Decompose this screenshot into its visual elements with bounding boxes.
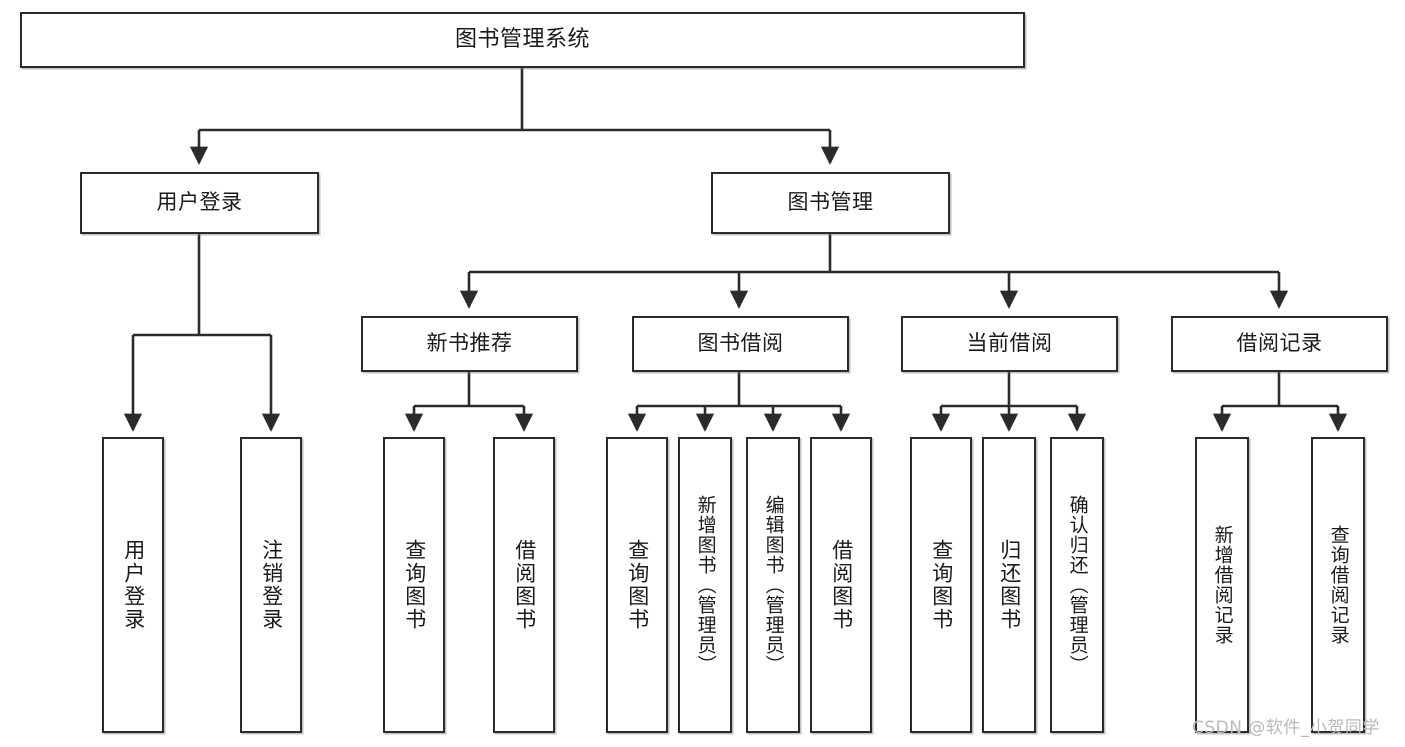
- node-leaf-return-book[interactable]: 归还图书: [982, 437, 1036, 733]
- node-book-borrow[interactable]: 图书借阅: [632, 316, 849, 372]
- node-label: 当前借阅: [966, 331, 1053, 356]
- node-leaf-logout-login[interactable]: 注销登录: [240, 437, 302, 733]
- node-leaf-borrow-book-recommend[interactable]: 借阅图书: [493, 437, 555, 733]
- node-new-book-recommend[interactable]: 新书推荐: [361, 316, 578, 372]
- node-label: 图书借阅: [697, 331, 784, 356]
- csdn-watermark: CSDN @软件_小贺同学: [1192, 713, 1380, 738]
- node-label: 借阅记录: [1236, 331, 1323, 356]
- node-leaf-edit-book-admin[interactable]: 编辑图书（管理员）: [746, 437, 800, 733]
- node-leaf-add-book-admin[interactable]: 新增图书（管理员）: [678, 437, 732, 733]
- node-leaf-query-borrow-record[interactable]: 查询借阅记录: [1311, 437, 1365, 733]
- node-label: 用户登录: [121, 539, 146, 631]
- node-label: 新增图书（管理员）: [694, 495, 717, 675]
- node-leaf-add-borrow-record[interactable]: 新增借阅记录: [1195, 437, 1249, 733]
- node-user-login[interactable]: 用户登录: [80, 172, 319, 234]
- node-leaf-query-book-borrow[interactable]: 查询图书: [606, 437, 668, 733]
- node-label: 图书管理系统: [454, 26, 590, 52]
- watermark-text: CSDN @软件_小贺同学: [1192, 718, 1380, 738]
- node-label: 新增借阅记录: [1211, 525, 1234, 645]
- node-label: 借阅图书: [829, 539, 854, 631]
- node-label: 编辑图书（管理员）: [762, 495, 785, 675]
- node-label: 新书推荐: [426, 331, 513, 356]
- node-label: 借阅图书: [512, 539, 537, 631]
- node-leaf-query-book-current[interactable]: 查询图书: [910, 437, 972, 733]
- node-label: 查询借阅记录: [1327, 525, 1350, 645]
- node-leaf-query-book-recommend[interactable]: 查询图书: [383, 437, 445, 733]
- node-label: 查询图书: [402, 539, 427, 631]
- node-leaf-user-login[interactable]: 用户登录: [102, 437, 164, 733]
- node-label: 归还图书: [997, 539, 1022, 631]
- node-label: 确认归还（管理员）: [1066, 495, 1089, 675]
- node-book-management[interactable]: 图书管理: [711, 172, 950, 234]
- node-label: 查询图书: [929, 539, 954, 631]
- node-leaf-borrow-book[interactable]: 借阅图书: [810, 437, 872, 733]
- node-label: 查询图书: [625, 539, 650, 631]
- node-label: 用户登录: [156, 190, 243, 215]
- node-borrow-record[interactable]: 借阅记录: [1171, 316, 1388, 372]
- node-label: 图书管理: [787, 190, 874, 215]
- node-label: 注销登录: [259, 539, 284, 631]
- node-current-borrow[interactable]: 当前借阅: [901, 316, 1118, 372]
- node-root-book-management-system[interactable]: 图书管理系统: [20, 12, 1025, 68]
- node-leaf-confirm-return-admin[interactable]: 确认归还（管理员）: [1050, 437, 1104, 733]
